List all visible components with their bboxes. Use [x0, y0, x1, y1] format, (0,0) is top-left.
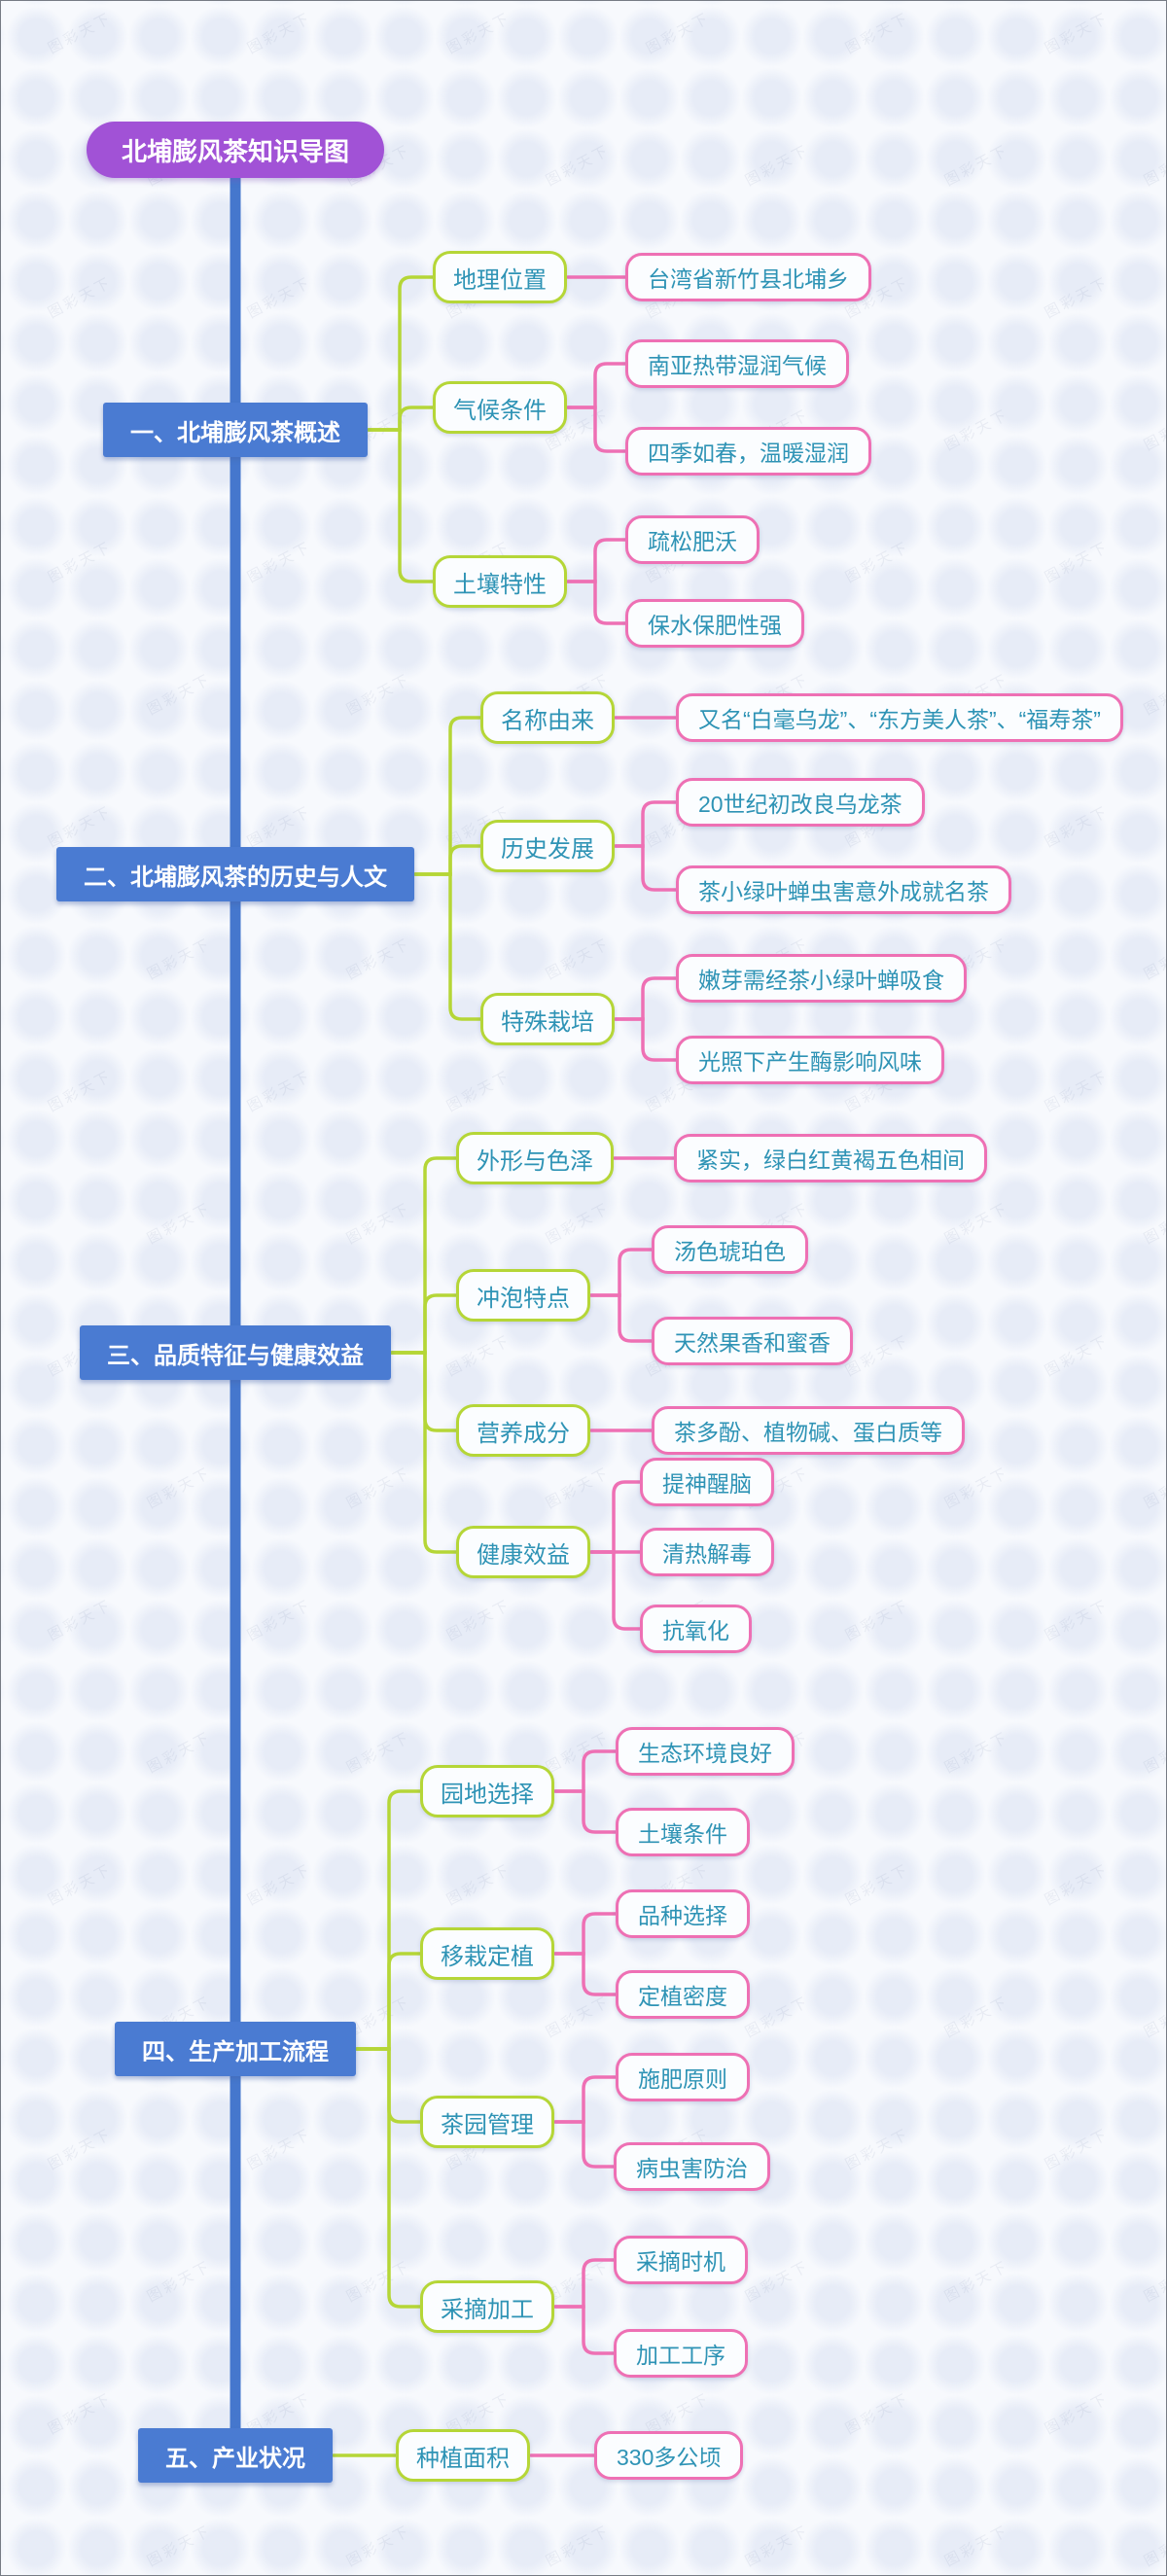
branch-connector [390, 1351, 459, 1554]
leaf-node[interactable]: 紧实，绿白红黄褐五色相间 [674, 1134, 987, 1182]
branch-node[interactable]: 营养成分 [456, 1404, 590, 1457]
branch-connector [367, 428, 436, 583]
leaf-node[interactable]: 330多公顷 [594, 2431, 744, 2480]
leaf-connector [589, 1480, 643, 1554]
branch-node[interactable]: 茶园管理 [420, 2096, 554, 2148]
branch-node[interactable]: 种植面积 [396, 2429, 530, 2482]
leaf-connector [589, 1293, 654, 1343]
branch-connector [413, 716, 483, 876]
branch-connector [413, 844, 483, 876]
leaf-node[interactable]: 生态环境良好 [616, 1727, 795, 1776]
branch-node[interactable]: 冲泡特点 [456, 1269, 590, 1322]
branch-node[interactable]: 地理位置 [433, 251, 567, 303]
leaf-connector [566, 538, 628, 583]
branch-node[interactable]: 采摘加工 [420, 2280, 554, 2333]
branch-connector [367, 406, 436, 432]
leaf-node[interactable]: 采摘时机 [614, 2236, 748, 2284]
branch-connector [413, 872, 483, 1021]
branch-connector [355, 2047, 423, 2309]
leaf-node[interactable]: 光照下产生酶影响风味 [676, 1036, 944, 1084]
leaf-node[interactable]: 土壤条件 [616, 1808, 750, 1856]
branch-connector [355, 1789, 423, 2051]
leaf-connector [553, 2120, 617, 2169]
leaf-connector [553, 1749, 619, 1793]
leaf-node[interactable]: 茶多酚、植物碱、蛋白质等 [652, 1406, 965, 1455]
leaf-node[interactable]: 施肥原则 [616, 2053, 750, 2101]
leaf-node[interactable]: 台湾省新竹县北埔乡 [625, 253, 871, 301]
leaf-connector [566, 580, 628, 625]
branch-node[interactable]: 土壤特性 [433, 555, 567, 608]
leaf-node[interactable]: 茶小绿叶蝉虫害意外成就名茶 [676, 865, 1011, 914]
leaf-connector [614, 1017, 679, 1062]
leaf-node[interactable]: 病虫害防治 [614, 2142, 770, 2191]
branch-connector [367, 275, 436, 432]
root-node[interactable]: 北埔膨风茶知识导图 [86, 122, 385, 178]
section-header-node[interactable]: 三、品质特征与健康效益 [80, 1325, 391, 1380]
leaf-node[interactable]: 抗氧化 [640, 1605, 752, 1653]
section-header-node[interactable]: 五、产业状况 [138, 2428, 333, 2483]
branch-node[interactable]: 历史发展 [480, 820, 615, 872]
branch-node[interactable]: 移栽定植 [420, 1927, 554, 1980]
branch-node[interactable]: 名称由来 [480, 691, 615, 744]
leaf-connector [553, 2305, 617, 2355]
leaf-node[interactable]: 提神醒脑 [640, 1458, 774, 1506]
leaf-node[interactable]: 南亚热带湿润气候 [625, 339, 849, 388]
leaf-node[interactable]: 又名“白毫乌龙”、“东方美人茶”、“福寿茶” [676, 693, 1123, 742]
branch-connector [355, 1952, 423, 2051]
section-header-node[interactable]: 一、北埔膨风茶概述 [103, 403, 368, 457]
leaf-node[interactable]: 四季如春，温暖湿润 [625, 427, 871, 476]
leaf-node[interactable]: 加工工序 [614, 2329, 748, 2378]
branch-connector [390, 1293, 459, 1355]
leaf-node[interactable]: 嫩芽需经茶小绿叶蝉吸食 [676, 954, 967, 1003]
branch-connector [390, 1156, 459, 1355]
leaf-node[interactable]: 汤色琥珀色 [652, 1225, 808, 1274]
leaf-connector [553, 1912, 619, 1956]
leaf-node[interactable]: 天然果香和蜜香 [652, 1317, 853, 1365]
leaf-node[interactable]: 保水保肥性强 [625, 599, 804, 648]
leaf-node[interactable]: 品种选择 [616, 1889, 750, 1938]
leaf-connector [614, 800, 679, 848]
branch-node[interactable]: 外形与色泽 [456, 1132, 614, 1184]
leaf-connector [553, 2075, 619, 2124]
leaf-connector [566, 406, 628, 453]
section-header-node[interactable]: 四、生产加工流程 [115, 2022, 356, 2076]
leaf-connector [553, 2258, 617, 2309]
leaf-connector [614, 844, 679, 892]
leaf-node[interactable]: 定植密度 [616, 1970, 750, 2019]
branch-node[interactable]: 园地选择 [420, 1765, 554, 1817]
leaf-connector [589, 1248, 654, 1297]
leaf-connector [614, 976, 679, 1021]
leaf-connector [566, 362, 628, 409]
branch-node[interactable]: 气候条件 [433, 381, 567, 434]
leaf-node[interactable]: 疏松肥沃 [625, 515, 760, 564]
branch-node[interactable]: 特殊栽培 [480, 993, 615, 1045]
leaf-node[interactable]: 清热解毒 [640, 1528, 774, 1576]
branch-node[interactable]: 健康效益 [456, 1526, 590, 1578]
section-header-node[interactable]: 二、北埔膨风茶的历史与人文 [56, 847, 414, 901]
leaf-connector [553, 1789, 619, 1834]
leaf-node[interactable]: 20世纪初改良乌龙茶 [676, 778, 925, 827]
leaf-connector [553, 1952, 619, 1996]
leaf-connector [589, 1550, 643, 1631]
